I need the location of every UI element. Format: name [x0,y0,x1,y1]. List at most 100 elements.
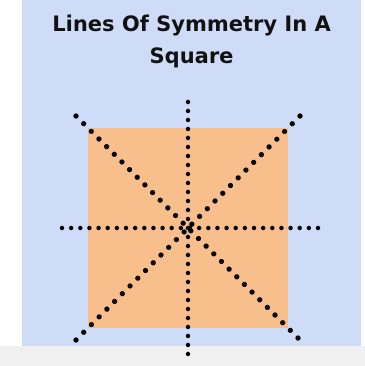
symmetry-dot [251,159,257,165]
symmetry-dot [185,126,191,132]
symmetry-line-diagonal-down [73,113,301,341]
symmetry-dot [127,283,133,289]
symmetry-dot [185,351,191,357]
symmetry-dot [73,337,79,343]
symmetry-dot [96,314,102,320]
symmetry-dot [114,225,120,231]
symmetry-dot [166,244,172,250]
symmetry-dot [257,297,263,303]
symmetry-dot [132,225,138,231]
symmetry-dot [150,260,156,266]
symmetry-dot [185,198,191,204]
symmetry-dot [96,225,101,231]
symmetry-dot [274,136,280,142]
symmetry-dot [249,289,255,295]
symmetry-dot [178,225,184,231]
symmetry-dot [185,279,191,285]
symmetry-dot [185,216,191,222]
symmetry-dot [185,306,191,312]
symmetry-dot [185,288,191,294]
symmetry-dot [142,182,148,188]
symmetry-dot [59,225,65,231]
symmetry-dot [180,220,186,226]
symmetry-dot [264,304,270,310]
symmetry-line-diagonal-up [73,113,303,343]
symmetry-dot [158,252,164,258]
symmetry-dot [119,291,125,297]
symmetry-dot [287,327,293,333]
symmetry-dot [185,162,191,168]
symmetry-dot [73,113,79,119]
symmetry-dot [258,152,264,158]
symmetry-dot [157,197,163,203]
symmetry-dot [251,225,257,231]
symmetry-dot [185,171,191,177]
symmetry-dot [135,275,141,281]
symmetry-dot [185,342,191,348]
symmetry-dot [279,225,284,231]
symmetry-dot [185,324,191,330]
symmetry-dot [266,144,272,150]
symmetry-dot [181,229,187,235]
symmetry-dot [289,121,295,127]
symmetry-dot [196,213,203,220]
symmetry-dot [295,335,301,341]
symmetry-dot [81,121,87,127]
symmetry-dot [185,207,191,213]
symmetry-dot [104,306,110,312]
symmetry-dot [188,228,194,234]
symmetry-dot [280,320,286,326]
symmetry-dot [215,225,220,231]
symmetry-dot [185,117,191,123]
symmetry-dot [297,225,302,231]
symmetry-dot [111,151,117,157]
symmetry-dot [189,221,195,227]
symmetry-dot [288,225,293,231]
symmetry-dot [185,180,191,186]
symmetry-dot [185,108,191,114]
symmetry-dot [160,225,165,231]
title-line-1: Lines Of Symmetry In A [52,12,331,36]
symmetry-dot [134,174,140,180]
symmetry-dot [241,281,248,288]
title-line-2: Square [149,44,234,68]
symmetry-dot [260,225,266,231]
symmetry-dot [185,270,191,276]
symmetry-dot [123,225,129,231]
symmetry-dot [227,182,234,189]
symmetry-dot [105,225,110,231]
symmetry-dot [185,153,191,159]
symmetry-dot [196,225,202,231]
symmetry-dot [234,274,240,280]
page-title: Lines Of Symmetry In A Square [22,8,361,72]
symmetry-dot [243,167,249,173]
symmetry-dot [88,321,95,328]
symmetry-dot [204,206,210,212]
symmetry-dot [119,159,125,165]
symmetry-dot [185,261,191,267]
symmetry-dot [185,144,191,150]
symmetry-dot [173,236,180,243]
symmetry-dot [68,225,74,231]
symmetry-dot [218,258,225,265]
symmetry-line-horizontal [59,225,321,231]
symmetry-dot [315,225,321,231]
symmetry-dot [233,225,238,231]
symmetry-dot [224,225,229,231]
symmetry-dot [142,267,149,274]
symmetry-dot [87,225,92,231]
symmetry-dot [306,225,312,231]
symmetry-dot [126,166,133,173]
symmetry-dot [185,243,191,249]
symmetry-dot [212,198,218,204]
symmetry-dot [206,225,211,231]
symmetry-dot [281,128,288,135]
symmetry-dot [270,225,275,231]
symmetry-dot [185,189,191,195]
symmetry-dot [211,251,217,257]
symmetry-dot [226,266,232,272]
symmetry-dot [172,212,179,219]
bottom-strip [0,346,365,366]
symmetry-dot [297,113,303,119]
